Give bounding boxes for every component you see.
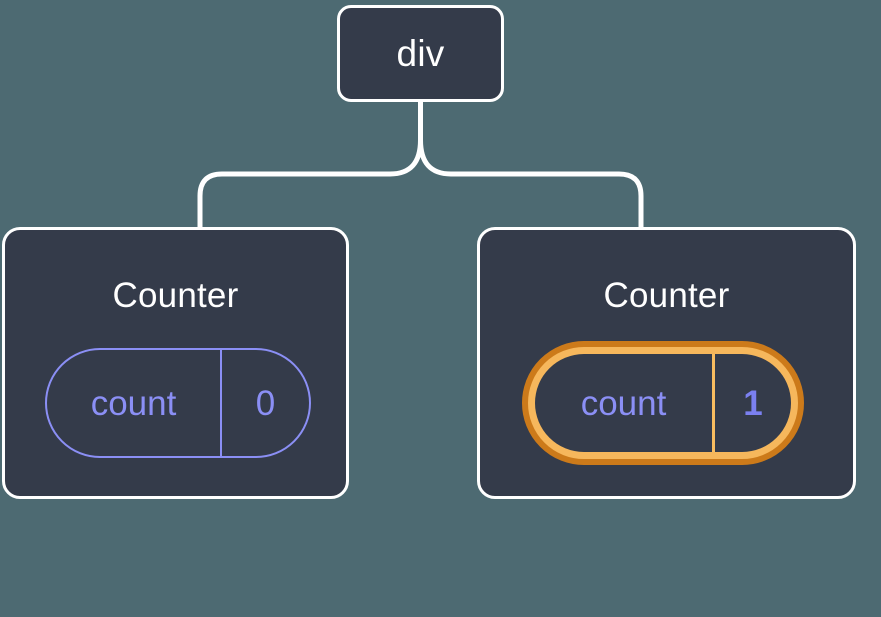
node-root-div[interactable]: div bbox=[337, 5, 504, 102]
state-value-left: 0 bbox=[255, 383, 276, 423]
state-pill-left-body: count 0 bbox=[45, 348, 311, 458]
node-counter-left[interactable]: Counter count 0 bbox=[2, 227, 349, 499]
state-key-left: count bbox=[90, 383, 177, 423]
state-key-right: count bbox=[580, 383, 667, 423]
edge-root-to-left-child bbox=[197, 98, 423, 232]
edge-root-to-right-child bbox=[418, 98, 644, 232]
state-pill-right-divider bbox=[712, 354, 715, 452]
state-pill-left[interactable]: count 0 bbox=[45, 348, 311, 458]
state-pill-left-divider bbox=[220, 350, 222, 456]
counter-left-title: Counter bbox=[112, 276, 239, 315]
counter-right-title: Counter bbox=[603, 276, 730, 315]
state-pill-right[interactable]: count 1 bbox=[522, 341, 804, 465]
node-counter-right[interactable]: Counter count 1 bbox=[477, 227, 856, 499]
diagram-canvas: div Counter count 0 Counter count 1 bbox=[2, 5, 856, 499]
state-pill-right-body: count 1 bbox=[535, 354, 791, 452]
root-node-label: div bbox=[396, 33, 445, 74]
state-value-right: 1 bbox=[743, 383, 763, 423]
state-pill-right-highlight-ring: count 1 bbox=[522, 341, 804, 465]
